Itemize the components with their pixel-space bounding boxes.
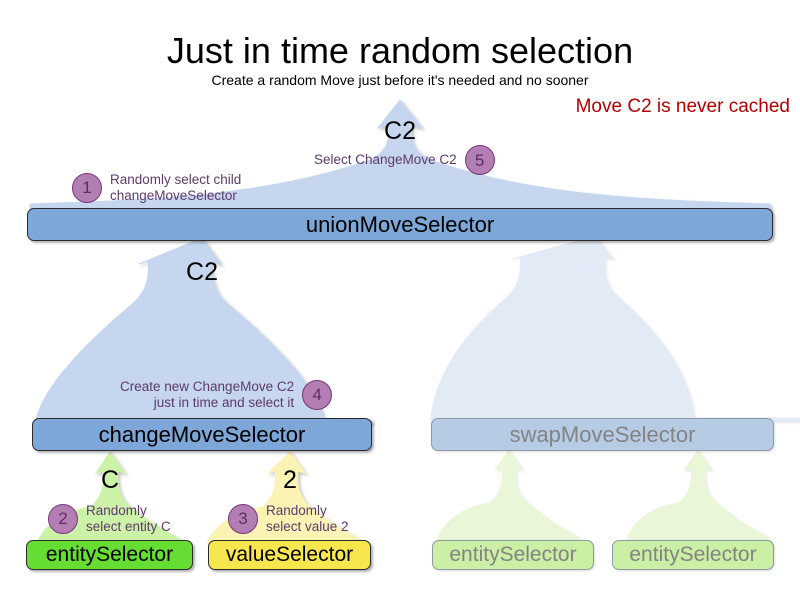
flow-label-value-to-change: 2	[283, 466, 297, 494]
step-text-3-line1: Randomly	[266, 503, 327, 518]
step-badge-2: 2	[48, 503, 78, 534]
step-text-2-line1: Randomly	[86, 503, 147, 518]
arrow-change-to-union	[35, 237, 373, 424]
node-swap-entity-selector-left[interactable]: entitySelector	[432, 540, 594, 570]
flow-label-entity-to-change: C	[100, 466, 120, 494]
step-annotation-5: 5 Select ChangeMove C2	[314, 145, 495, 175]
step-text-1: Randomly select child changeMoveSelector	[110, 172, 241, 204]
node-union-move-selector[interactable]: unionMoveSelector	[27, 208, 773, 241]
arrow-swap-to-union-faded	[430, 235, 800, 422]
step-annotation-1: 1 Randomly select child changeMoveSelect…	[72, 172, 241, 204]
step-text-3-line2: select value 2	[266, 518, 349, 534]
step-text-1-line2: changeMoveSelector	[110, 187, 237, 203]
node-swap-move-selector[interactable]: swapMoveSelector	[431, 418, 774, 451]
flow-label-union-output: C2	[384, 117, 416, 145]
warning-note: Move C2 is never cached	[575, 96, 790, 117]
node-change-move-selector[interactable]: changeMoveSelector	[32, 418, 372, 451]
page-subtitle: Create a random Move just before it's ne…	[211, 72, 589, 88]
step-badge-1: 1	[72, 172, 102, 203]
step-text-1-line1: Randomly select child	[110, 172, 242, 187]
step-text-2: Randomly select entity C	[86, 503, 171, 535]
step-badge-3: 3	[228, 503, 258, 534]
step-text-5: Select ChangeMove C2	[314, 152, 457, 168]
step-text-3: Randomly select value 2	[266, 503, 349, 535]
node-entity-selector[interactable]: entitySelector	[26, 540, 193, 570]
arrow-entity-left-to-swap-faded	[437, 449, 581, 542]
step-annotation-3: 3 Randomly select value 2	[228, 503, 349, 535]
step-text-4-line1: Create new ChangeMove C2	[120, 379, 295, 394]
step-text-2-line2: select entity C	[86, 518, 171, 534]
step-annotation-4: 4 Create new ChangeMove C2 just in time …	[120, 379, 333, 411]
step-text-4-line2: just in time and select it	[153, 394, 295, 410]
step-badge-4: 4	[302, 379, 333, 410]
flow-label-change-to-union: C2	[186, 258, 218, 286]
step-text-4: Create new ChangeMove C2 just in time an…	[120, 379, 294, 411]
arrow-entity-right-to-swap-faded	[626, 449, 770, 542]
node-value-selector[interactable]: valueSelector	[208, 540, 371, 570]
step-badge-5: 5	[464, 145, 495, 175]
page-title: Just in time random selection	[166, 30, 634, 71]
step-annotation-2: 2 Randomly select entity C	[48, 503, 171, 535]
node-swap-entity-selector-right[interactable]: entitySelector	[612, 540, 774, 570]
